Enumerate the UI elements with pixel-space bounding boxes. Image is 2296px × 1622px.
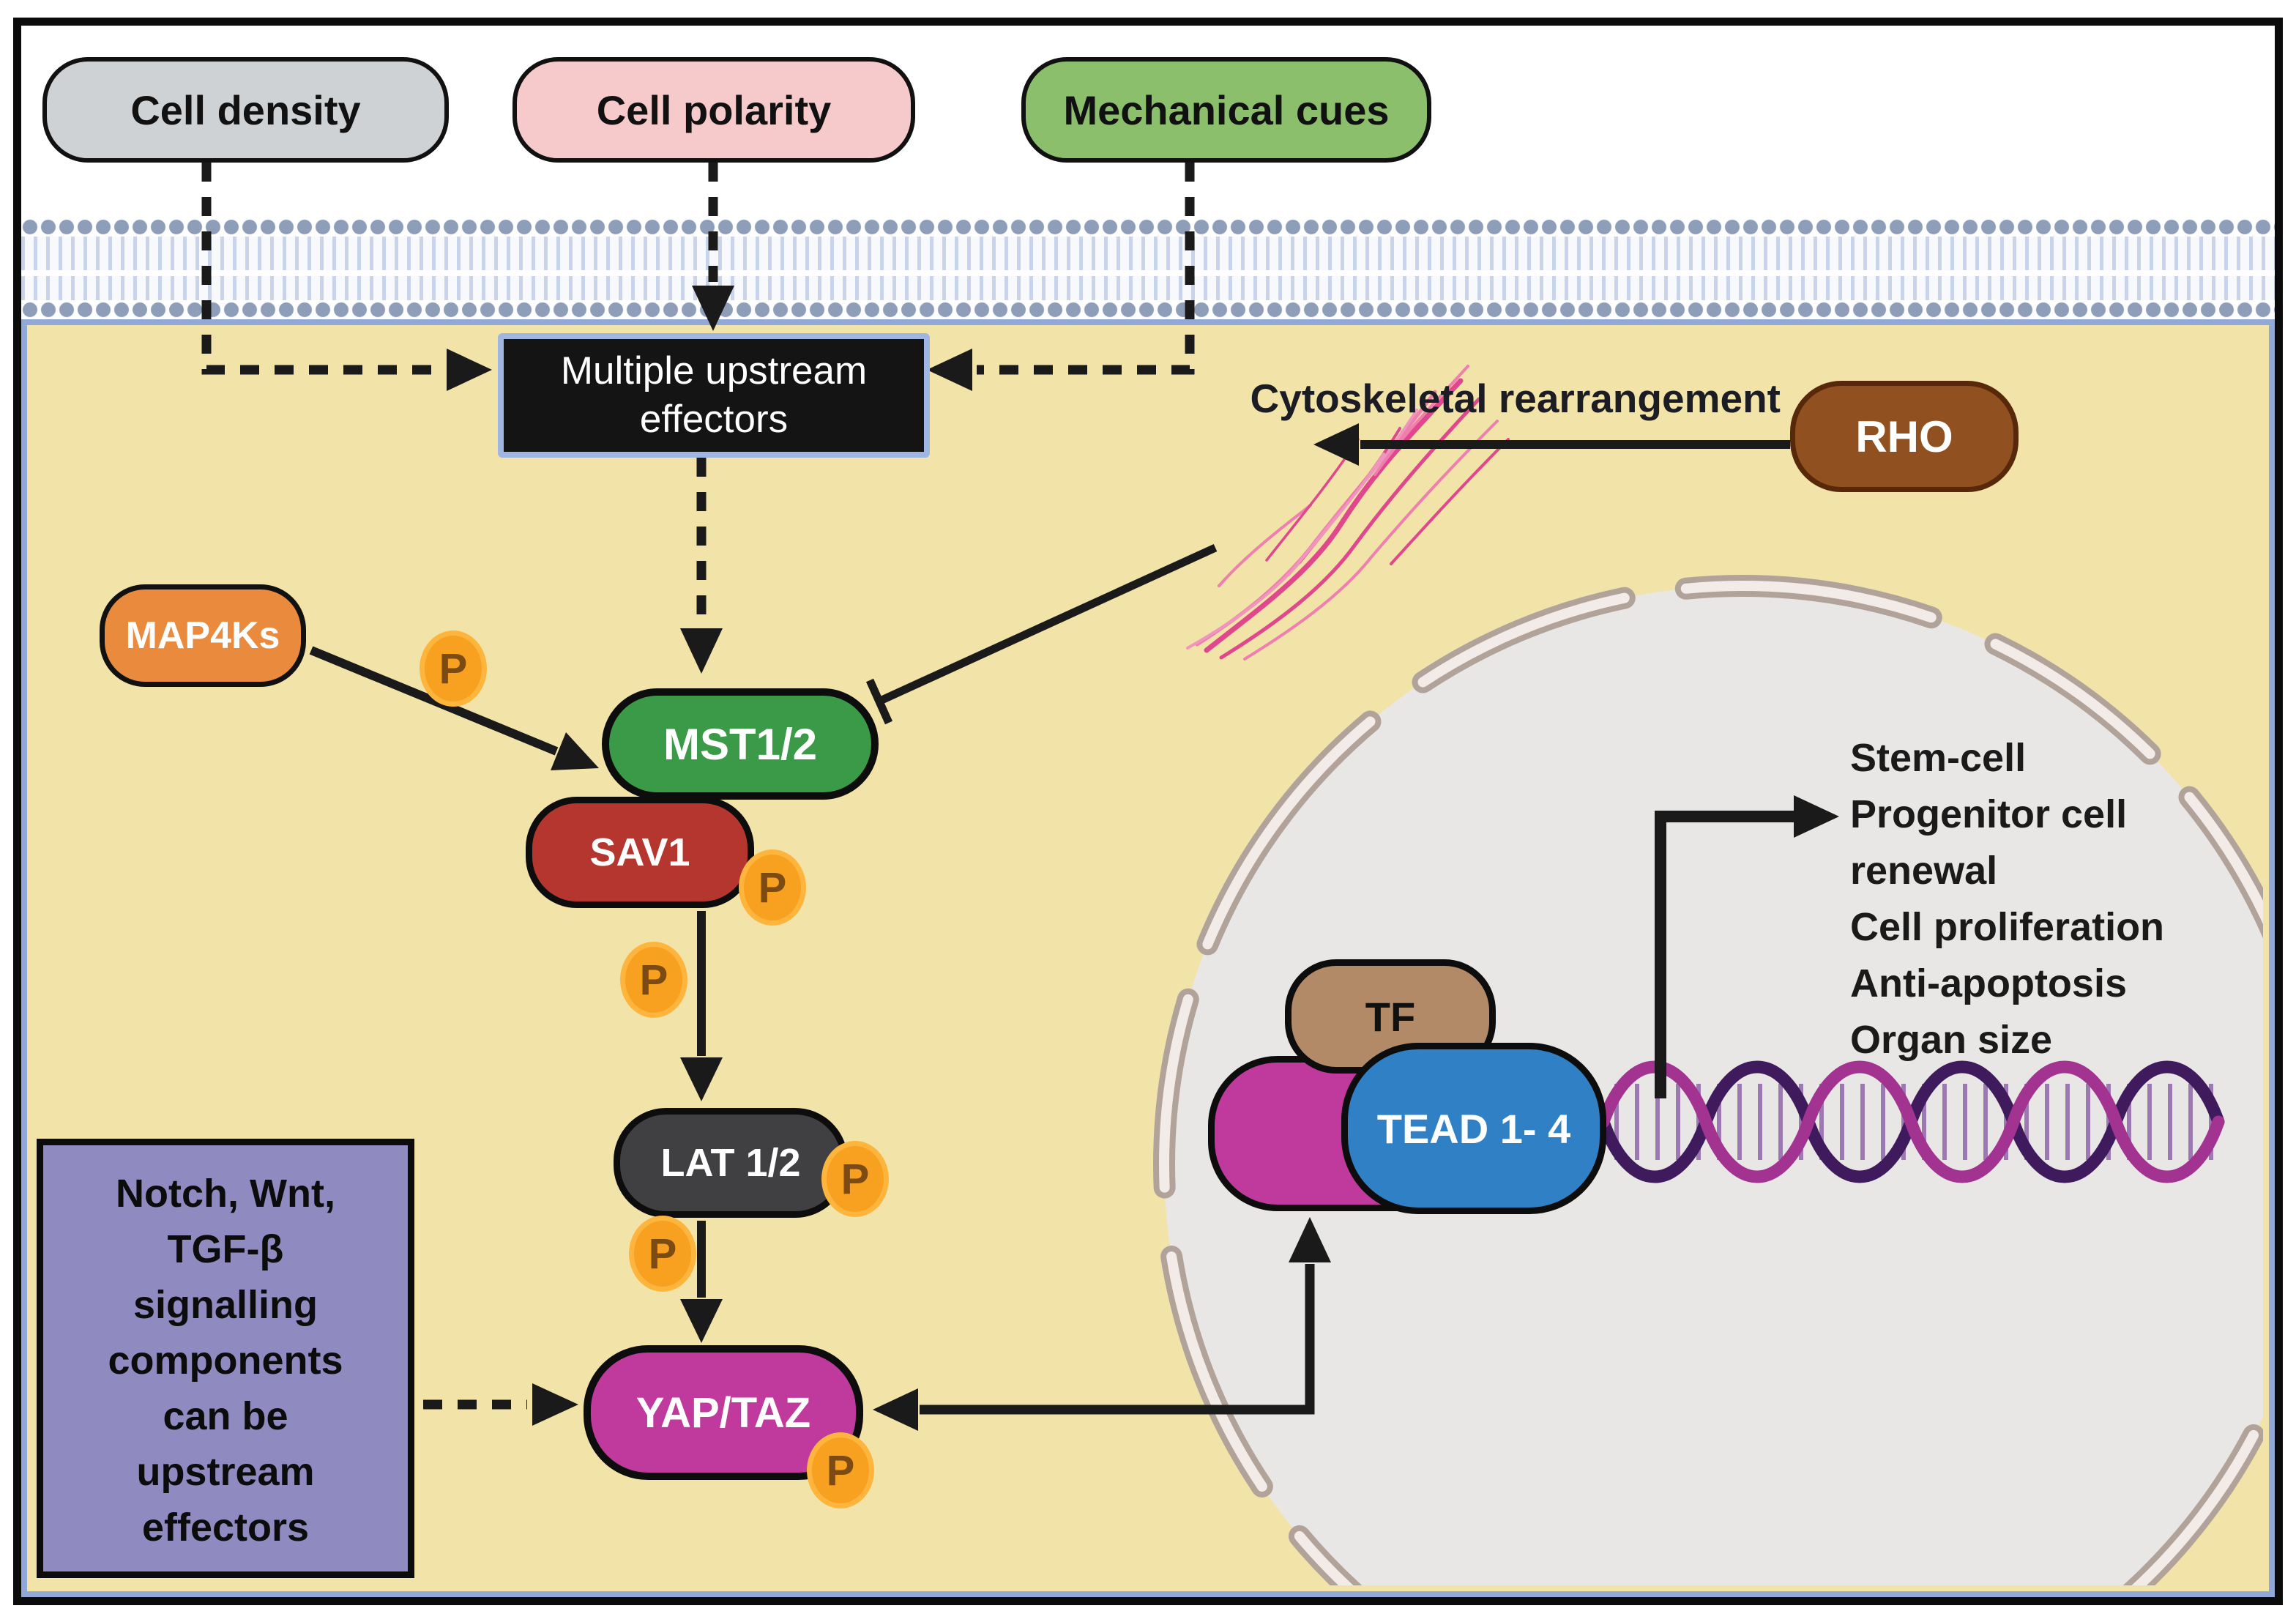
dashed-connectors	[201, 163, 1195, 1410]
phosphate-letter: P	[758, 863, 787, 912]
input-cell-polarity: Cell polarity	[512, 57, 915, 163]
protein-lat12-label: LAT 1/2	[660, 1141, 801, 1185]
protein-tead-label: TEAD 1- 4	[1376, 1105, 1571, 1152]
phosphate-letter: P	[826, 1446, 855, 1495]
upstream-effectors-box: Multiple upstream effectors	[498, 333, 930, 458]
phosphate-letter: P	[648, 1229, 677, 1278]
note-line: upstream	[136, 1450, 315, 1494]
membrane-inner-heads	[21, 300, 2275, 319]
outcome-item: Stem-cell	[1850, 736, 2027, 780]
inhibition-line	[876, 543, 1218, 706]
cell-density-connector	[201, 163, 442, 375]
protein-mst12-label: MST1/2	[663, 719, 818, 769]
outcome-item: Organ size	[1850, 1018, 2053, 1062]
actin-cytoskeleton	[1186, 365, 1510, 661]
outcome-list: Stem-cell Progenitor cell renewal Cell p…	[1850, 730, 2164, 1068]
dna-helix	[1597, 1060, 2225, 1183]
protein-lat12: LAT 1/2	[614, 1108, 848, 1218]
inhibition-tbar	[865, 678, 893, 725]
input-cell-density-label: Cell density	[130, 86, 361, 133]
phosphate-badge-lat: P	[821, 1141, 889, 1217]
membrane-outer-tails	[21, 237, 2275, 270]
membrane-outer-heads	[21, 217, 2275, 237]
protein-rho: RHO	[1790, 381, 2019, 492]
phosphate-badge-yap: P	[807, 1432, 874, 1508]
protein-tf-label: TF	[1365, 993, 1416, 1040]
nucleus-group	[1153, 575, 2263, 1585]
note-line: components	[108, 1339, 343, 1383]
note-line: signalling	[133, 1283, 318, 1327]
nuclear-envelope-fill	[1159, 581, 2263, 1585]
nucleus	[1164, 586, 2263, 1585]
protein-sav1: SAV1	[526, 797, 754, 908]
transcription-output-arrow	[1655, 795, 1839, 1098]
phosphate-letter: P	[639, 956, 668, 1004]
yap-nucleus-shuttle	[920, 1264, 1315, 1415]
protein-map4ks: MAP4Ks	[100, 584, 306, 687]
dashed-arrowheads	[447, 286, 972, 1426]
phosphate-letter: P	[840, 1155, 870, 1203]
protein-tead: TEAD 1- 4	[1341, 1043, 1606, 1214]
phosphate-badge-map4k: P	[420, 630, 487, 707]
input-cell-polarity-label: Cell polarity	[596, 86, 832, 133]
solid-arrows	[309, 423, 1790, 1431]
protein-rho-label: RHO	[1855, 412, 1953, 461]
input-cell-density: Cell density	[42, 57, 449, 163]
upstream-effectors-line1: Multiple upstream	[560, 349, 868, 393]
phosphate-badge-lat-yap: P	[629, 1216, 696, 1292]
note-line: Notch, Wnt,	[116, 1172, 335, 1216]
upstream-effectors-line2: effectors	[639, 398, 789, 441]
note-line: TGF-β	[167, 1227, 284, 1271]
cytoskeletal-rearrangement-label: Cytoskeletal rearrangement	[1250, 376, 1781, 421]
map4k-arrow-line	[309, 646, 559, 756]
upstream-note-box: Notch, Wnt, TGF-β signalling components …	[37, 1139, 414, 1578]
membrane-midline	[21, 270, 2275, 276]
outcome-item: Progenitor cell	[1850, 792, 2128, 836]
outcome-item: renewal	[1850, 849, 1998, 893]
input-mechanical-cues: Mechanical cues	[1021, 57, 1431, 163]
phosphate-letter: P	[439, 644, 468, 693]
input-mechanical-cues-label: Mechanical cues	[1063, 86, 1390, 133]
protein-yap-taz-label: YAP/TAZ	[636, 1388, 811, 1437]
phosphate-badge-sav1: P	[739, 849, 806, 926]
mechanical-cues-connector	[977, 163, 1195, 375]
note-line: effectors	[141, 1506, 310, 1550]
protein-mst12: MST1/2	[602, 688, 879, 800]
note-line: can be	[163, 1394, 288, 1438]
outcome-item: Cell proliferation	[1850, 905, 2165, 949]
membrane-inner-tails	[21, 276, 2275, 300]
outcome-item: Anti-apoptosis	[1850, 961, 2127, 1005]
dna-strand-a	[1597, 1060, 2225, 1183]
protein-sav1-label: SAV1	[589, 830, 690, 874]
phosphate-badge-sav-lat: P	[620, 942, 687, 1018]
protein-map4ks-label: MAP4Ks	[125, 614, 280, 657]
